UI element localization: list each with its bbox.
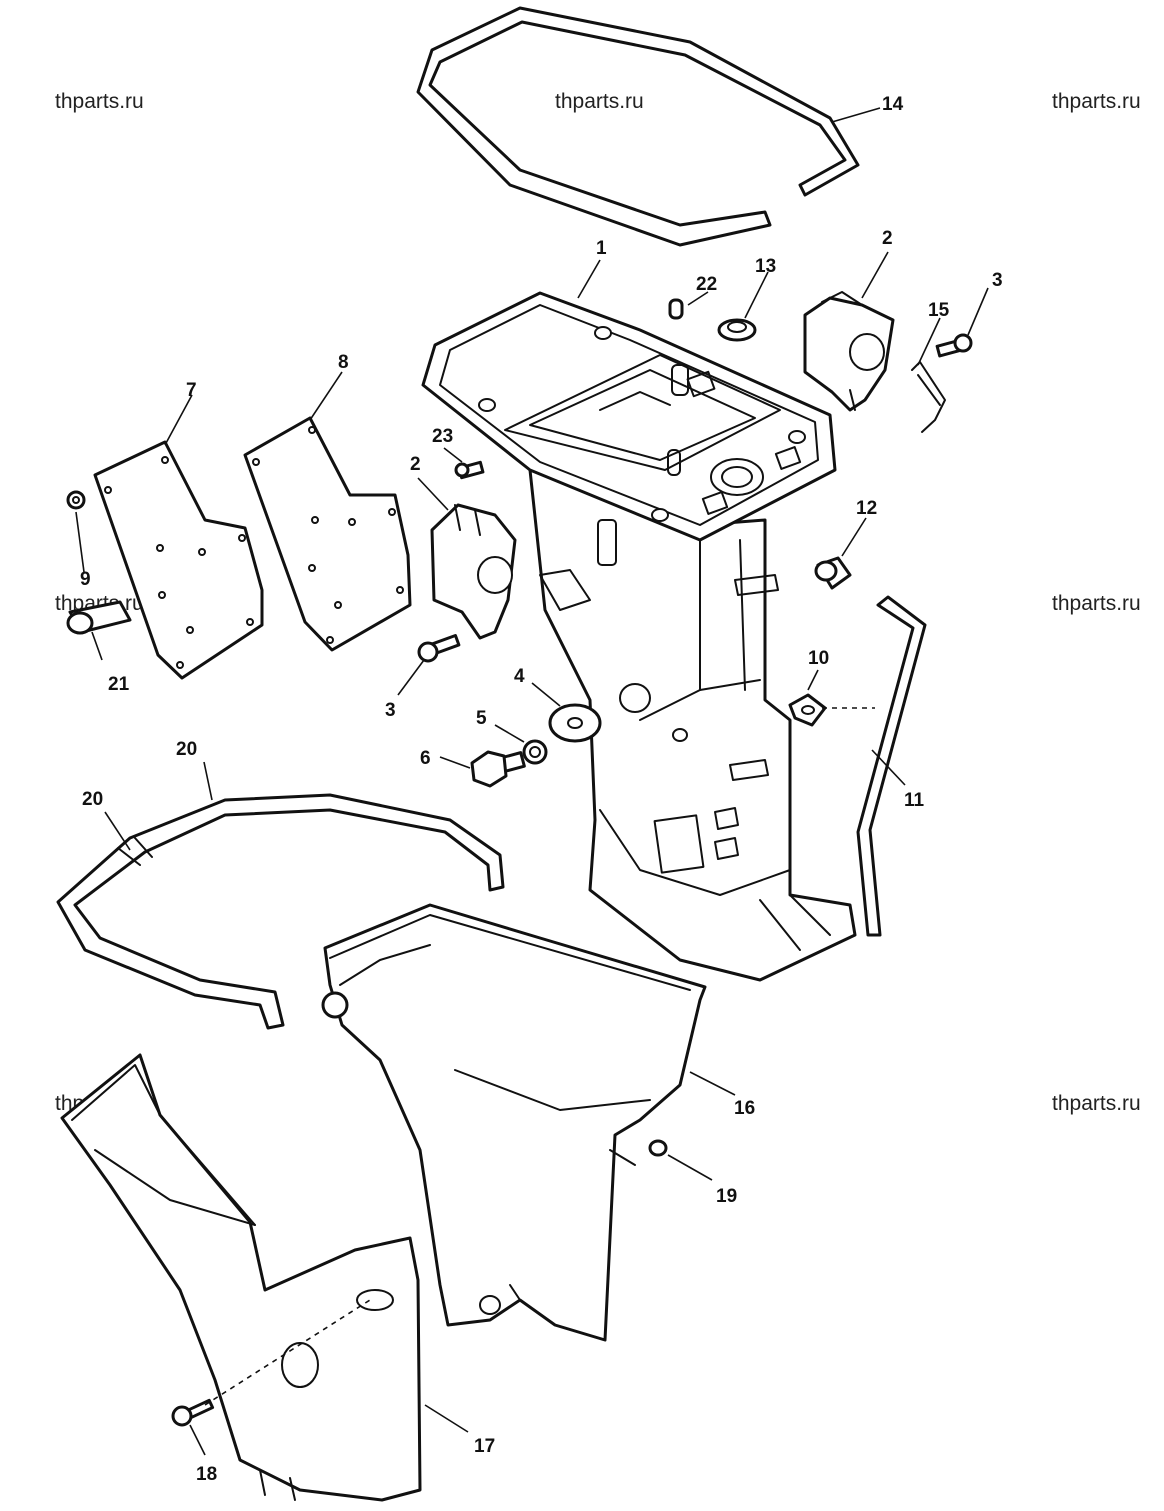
- callout-3: 3: [992, 270, 1003, 291]
- callout-5: 5: [476, 708, 487, 729]
- part-16-rear-cowl: [321, 903, 707, 1342]
- part-14-top-seal: [416, 6, 860, 247]
- watermark-text: thparts.ru: [1052, 1092, 1141, 1115]
- leader-lines: [75, 107, 989, 1456]
- part-2-mount-right: [803, 291, 895, 412]
- part-3-bolt-left: [417, 634, 461, 663]
- callout-23: 23: [432, 426, 453, 447]
- callout-18: 18: [196, 1464, 217, 1485]
- callout-4: 4: [514, 666, 525, 687]
- part-22-pin: [668, 298, 684, 320]
- watermark-text: thparts.ru: [555, 90, 644, 113]
- part-15-clip: [911, 361, 946, 433]
- part-13-grommet: [717, 318, 757, 342]
- part-7-plate: [93, 440, 264, 680]
- callout-2: 2: [882, 228, 893, 249]
- part-12-bushing: [814, 556, 852, 590]
- watermark-text: thparts.ru: [55, 90, 144, 113]
- part-1-housing: [421, 291, 857, 982]
- callout-7: 7: [186, 380, 197, 401]
- part-6-bolt: [470, 750, 526, 788]
- part-11-rod: [856, 595, 927, 937]
- callout-21: 21: [108, 674, 130, 695]
- callout-8: 8: [338, 352, 349, 373]
- part-21-fitting: [66, 600, 132, 635]
- callout-16: 16: [734, 1098, 755, 1119]
- watermark-text: thparts.ru: [1052, 90, 1141, 113]
- part-23-screw: [454, 460, 485, 480]
- part-8-gasket: [243, 416, 412, 652]
- dashed-guide-18: [204, 1299, 371, 1406]
- part-4-washer: [548, 703, 602, 743]
- callout-12: 12: [856, 498, 877, 519]
- watermark-text: thparts.ru: [1052, 592, 1141, 615]
- callout-13: 13: [755, 256, 776, 277]
- callout-6: 6: [420, 748, 431, 769]
- callout-17: 17: [474, 1436, 495, 1457]
- callout-1: 1: [596, 238, 607, 259]
- callout-11: 11: [904, 790, 925, 811]
- callout-15: 15: [928, 300, 950, 321]
- part-2-mount-left: [430, 503, 517, 640]
- part-17-front-cowl: [60, 1053, 422, 1502]
- callout-10: 10: [808, 648, 829, 669]
- callout-3: 3: [385, 700, 396, 721]
- part-10-grommet: [788, 693, 827, 727]
- callout-labels: 1 2 2 3 3 4 5 6 7 8 9 10 11 12 13 14 15 …: [80, 94, 1003, 1485]
- callout-14: 14: [882, 94, 904, 115]
- callout-20: 20: [176, 739, 197, 760]
- callout-2: 2: [410, 454, 421, 475]
- callout-19: 19: [716, 1186, 737, 1207]
- part-19-nut: [648, 1139, 668, 1157]
- part-3-bolt-right: [935, 333, 973, 358]
- part-9-washer: [66, 490, 86, 510]
- part-20-lower-seal: [56, 793, 505, 1030]
- part-5-washer: [522, 739, 548, 765]
- callout-9: 9: [80, 569, 91, 590]
- callout-20: 20: [82, 789, 103, 810]
- callout-22: 22: [696, 274, 717, 295]
